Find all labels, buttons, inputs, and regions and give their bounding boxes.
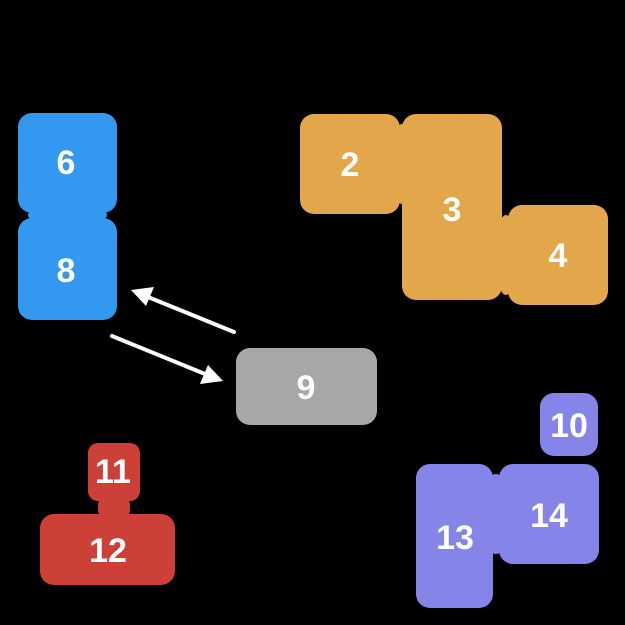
tile-4[interactable] bbox=[508, 205, 608, 305]
tile-10[interactable] bbox=[540, 393, 598, 456]
arrow-9-to-8 bbox=[131, 287, 236, 334]
tile-13[interactable] bbox=[416, 464, 493, 608]
tile-12-label: 12 bbox=[89, 532, 127, 570]
tile-10-label: 10 bbox=[550, 407, 588, 445]
tile-6[interactable] bbox=[18, 113, 117, 213]
tile-14[interactable] bbox=[499, 464, 599, 564]
tile-9-label: 9 bbox=[296, 369, 316, 407]
tile-3[interactable] bbox=[402, 114, 502, 300]
tile-2-label: 2 bbox=[340, 146, 360, 184]
tile-11-label: 11 bbox=[95, 453, 131, 491]
tile-8-label: 8 bbox=[56, 252, 76, 290]
tile-4-label: 4 bbox=[548, 237, 568, 275]
tile-9[interactable] bbox=[236, 348, 377, 425]
arrow-8-to-9 bbox=[110, 334, 223, 384]
tile-connector-13-14 bbox=[482, 474, 510, 554]
tile-14-label: 14 bbox=[530, 497, 568, 535]
tile-8[interactable] bbox=[18, 218, 117, 320]
tile-connector-6-8 bbox=[28, 205, 107, 225]
tile-11[interactable] bbox=[88, 443, 140, 501]
tile-12[interactable] bbox=[40, 514, 175, 585]
tile-connector-2-3 bbox=[392, 124, 412, 204]
tile-connector-3-4 bbox=[496, 215, 516, 295]
tile-13-label: 13 bbox=[436, 519, 474, 557]
tile-2[interactable] bbox=[300, 114, 400, 214]
tile-3-label: 3 bbox=[442, 191, 462, 229]
tile-6-label: 6 bbox=[56, 144, 76, 182]
